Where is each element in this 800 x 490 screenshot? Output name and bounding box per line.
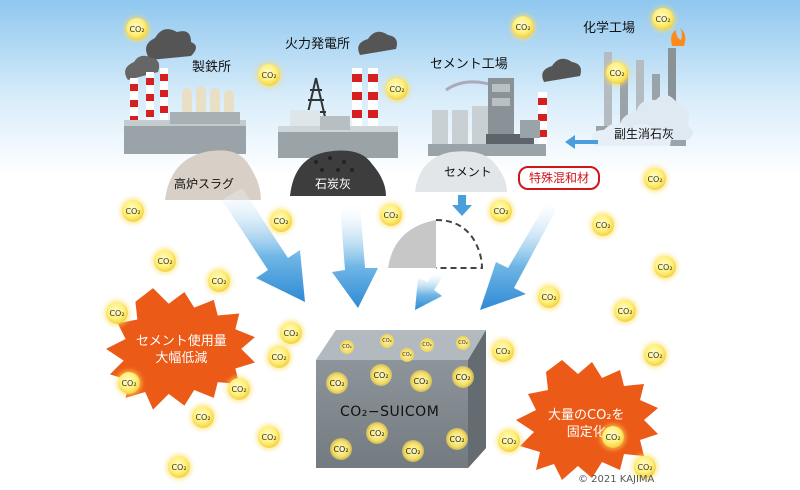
co2-embedded: CO₂ <box>452 366 474 388</box>
flow-arrows <box>222 188 556 310</box>
ash-pile <box>290 150 386 196</box>
co2-bubble: CO₂ <box>492 340 514 362</box>
byproduct-arrow <box>565 135 598 149</box>
cement-plant-label: セメント工場 <box>430 57 508 72</box>
steel-plant-label: 製鉄所 <box>192 60 232 75</box>
co2-bubble: CO₂ <box>602 426 624 448</box>
co2-bubble: CO₂ <box>592 214 614 236</box>
callout-right-text: 大量のCO₂を 固定化 <box>548 408 625 442</box>
callout-right-line1: 大量のCO₂を <box>548 408 625 423</box>
byproduct-label: 副生消石灰 <box>614 127 675 141</box>
co2-embedded: CO₂ <box>402 440 424 462</box>
co2-embedded: CO₂ <box>370 364 392 386</box>
co2-bubble: CO₂ <box>386 78 408 100</box>
co2-bubble: CO₂ <box>192 406 214 428</box>
slag-pile <box>165 150 261 200</box>
co2-embedded: CO₂ <box>410 370 432 392</box>
steel-plant-illustration <box>124 29 246 154</box>
co2-bubble: CO₂ <box>490 200 512 222</box>
co2-bubble: CO₂ <box>644 344 666 366</box>
co2-bubble: CO₂ <box>268 346 290 368</box>
co2-bubble: CO₂ <box>118 372 140 394</box>
callout-right-line2: 固定化 <box>566 424 606 440</box>
chemical-plant-illustration <box>591 28 693 146</box>
co2-embedded: CO₂ <box>456 336 470 350</box>
thermal-plant-label: 火力発電所 <box>285 37 351 52</box>
product-name: CO₂−SUICOM <box>340 404 440 420</box>
co2-bubble: CO₂ <box>280 322 302 344</box>
co2-bubble: CO₂ <box>538 286 560 308</box>
co2-embedded: CO₂ <box>420 338 434 352</box>
co2-bubble: CO₂ <box>498 430 520 452</box>
co2-bubble: CO₂ <box>208 270 230 292</box>
co2-embedded: CO₂ <box>446 428 468 450</box>
co2-bubble: CO₂ <box>126 18 148 40</box>
co2-bubble: CO₂ <box>644 168 666 190</box>
cement-arrow <box>452 195 472 216</box>
co2-bubble: CO₂ <box>122 200 144 222</box>
co2-bubble: CO₂ <box>652 8 674 30</box>
callout-burst-left <box>106 288 255 410</box>
co2-bubble: CO₂ <box>168 456 190 478</box>
callout-left-line2: 大幅低減 <box>155 350 208 366</box>
ash-label: 石炭灰 <box>315 177 352 191</box>
co2-bubble: CO₂ <box>106 302 128 324</box>
ash-texture <box>314 156 354 172</box>
co2-embedded: CO₂ <box>330 438 352 460</box>
special-admixture-badge: 特殊混和材 <box>518 166 601 190</box>
chemical-plant-label: 化学工場 <box>583 21 636 36</box>
co2-bubble: CO₂ <box>380 204 402 226</box>
co2-bubble: CO₂ <box>654 256 676 278</box>
cement-label: セメント <box>444 165 492 179</box>
co2-embedded: CO₂ <box>366 422 388 444</box>
cement-pile <box>415 151 507 192</box>
copyright-text: © 2021 KAJIMA <box>578 474 655 485</box>
mixed-pile-left <box>388 220 436 268</box>
co2-bubble: CO₂ <box>154 250 176 272</box>
callout-left-text: セメント使用量 大幅低減 <box>136 334 227 368</box>
co2-bubble: CO₂ <box>270 210 292 232</box>
co2-embedded: CO₂ <box>380 334 394 348</box>
co2-bubble: CO₂ <box>606 62 628 84</box>
co2-embedded: CO₂ <box>326 372 348 394</box>
co2-bubble: CO₂ <box>228 378 250 400</box>
co2-embedded: CO₂ <box>340 340 354 354</box>
callout-burst-right <box>516 360 658 480</box>
callout-left-line1: セメント使用量 <box>136 334 227 349</box>
co2-bubble: CO₂ <box>258 426 280 448</box>
slag-label: 高炉スラグ <box>174 177 235 191</box>
co2-bubble: CO₂ <box>512 16 534 38</box>
co2-bubble: CO₂ <box>258 64 280 86</box>
co2-bubble: CO₂ <box>634 456 656 478</box>
mixed-pile-dashed <box>435 219 484 269</box>
co2-embedded: CO₂ <box>400 348 414 362</box>
co2-bubble: CO₂ <box>614 300 636 322</box>
